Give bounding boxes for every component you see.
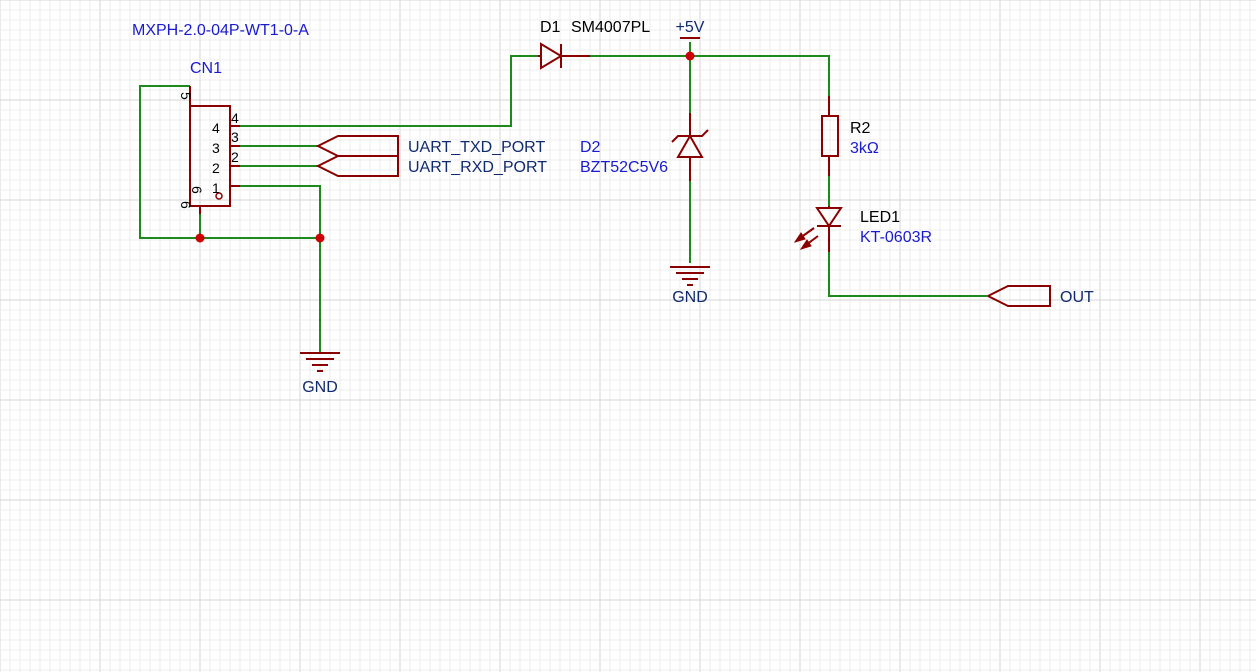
port-uart-txd-label: UART_TXD_PORT [408, 139, 545, 156]
wires [139, 42, 970, 353]
junction-gnd-right [315, 233, 325, 243]
connector-designator: CN1 [190, 60, 222, 77]
led1-designator: LED1 [860, 209, 900, 226]
cn1-pin5-label: 5 [178, 92, 194, 100]
cn1-pin2-outer: 2 [231, 149, 239, 165]
led1-light-arrows-icon [793, 227, 819, 250]
resistor-r2[interactable]: R2 3kΩ [821, 96, 879, 176]
d1-triangle [540, 42, 563, 70]
r2-value: 3kΩ [850, 140, 879, 157]
cn1-pin4-outer: 4 [231, 110, 239, 126]
d2-value: BZT52C5V6 [580, 159, 668, 176]
port-uart-txd[interactable]: UART_TXD_PORT [315, 135, 545, 157]
led1-arrow-1-head [793, 232, 806, 243]
cn1-pin3-inner: 3 [212, 140, 220, 156]
ground-mid-label: GND [672, 289, 708, 306]
r2-designator: R2 [850, 120, 871, 137]
zener-d2[interactable]: D2 BZT52C5V6 [580, 113, 709, 181]
wire-pin1-gnd[interactable] [230, 185, 321, 353]
diode-d1[interactable]: D1 SM4007PL [538, 19, 650, 70]
cn1-pin1-inner: 1 [212, 180, 220, 196]
wire-led-out[interactable] [828, 252, 970, 297]
connector-cn1-body [189, 105, 231, 207]
cn1-pin6-label-b: 6 [189, 186, 205, 194]
cn1-pin4-inner: 4 [212, 120, 220, 136]
ground-symbol-mid[interactable]: GND [670, 266, 710, 306]
d1-value: SM4007PL [571, 19, 650, 36]
cn1-pin6-label-a: 6 [178, 201, 194, 209]
ground-left-label: GND [302, 379, 338, 396]
cn1-pin2-inner: 2 [212, 160, 220, 176]
power-5v-label: +5V [676, 19, 705, 36]
port-uart-txd-shape [315, 135, 399, 157]
led1-arrow-2-head [799, 239, 812, 250]
d1-designator: D1 [540, 19, 561, 36]
led1[interactable]: LED1 KT-0603R [793, 206, 932, 252]
junction-5v [685, 51, 695, 61]
connector-part-number: MXPH-2.0-04P-WT1-0-A [132, 22, 309, 39]
cn1-pin3-outer: 3 [231, 129, 239, 145]
led1-value: KT-0603R [860, 229, 932, 246]
port-out[interactable]: OUT [970, 285, 1094, 307]
port-uart-rxd[interactable]: UART_RXD_PORT [315, 155, 547, 177]
port-uart-rxd-label: UART_RXD_PORT [408, 159, 547, 176]
wire-pin4-d1[interactable] [230, 55, 538, 127]
wire-d1-5v-r2[interactable] [590, 55, 830, 96]
ground-symbol-left[interactable]: GND [300, 352, 340, 396]
port-uart-rxd-shape [315, 155, 399, 177]
pin1-marker [215, 192, 223, 200]
junctions [195, 51, 695, 243]
d2-designator: D2 [580, 139, 601, 156]
wire-cn1-loop[interactable] [139, 85, 320, 239]
junction-gnd-left [195, 233, 205, 243]
power-5v-symbol[interactable]: +5V [676, 19, 705, 39]
connector-cn1[interactable]: MXPH-2.0-04P-WT1-0-A CN1 4 3 2 1 4 3 2 5… [132, 22, 309, 214]
port-out-shape [985, 285, 1051, 307]
d2-cathode-bar [671, 129, 709, 143]
port-out-label: OUT [1060, 289, 1094, 306]
led1-triangle [815, 207, 843, 228]
